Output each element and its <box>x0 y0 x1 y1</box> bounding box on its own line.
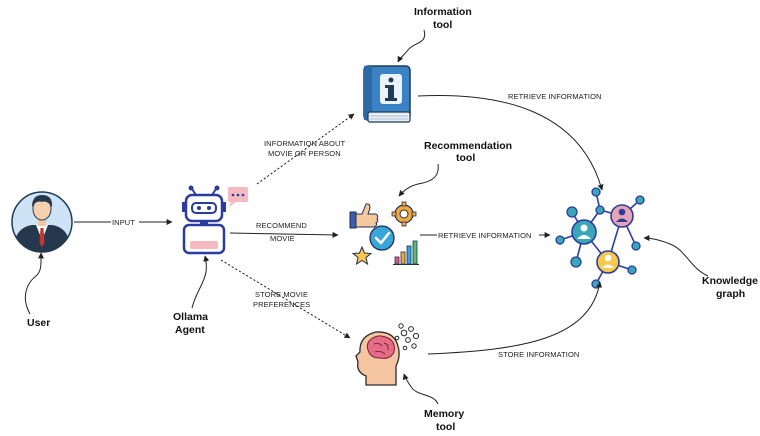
recommend-edge-label-line1: RECOMMEND <box>256 221 307 230</box>
input-edge-label: INPUT <box>112 218 135 227</box>
user-label: User <box>27 317 50 329</box>
retrieve-info-top-label: RETRIEVE INFORMATION <box>508 92 602 101</box>
agent-to-memory-edge <box>220 259 351 339</box>
info-book-icon <box>363 65 411 123</box>
user-annotation-arrow <box>24 252 45 315</box>
memory-to-graph-edge <box>427 281 603 355</box>
memory-tool-label-line1: Memory <box>424 408 464 420</box>
recommendation-icon <box>349 201 419 266</box>
store-info-label: STORE INFORMATION <box>498 350 579 359</box>
knowledge-graph-label-line2: graph <box>716 288 745 300</box>
knowledge-graph-annotation-arrow <box>643 235 709 277</box>
recommendation-tool-node: Recommendation tool <box>349 140 512 266</box>
robot-icon <box>182 185 248 255</box>
agent-to-recommendation-edge <box>229 231 339 238</box>
info-tool-annotation-arrow <box>397 29 426 63</box>
store-edge-label-line1: STORE MOVIE <box>255 290 308 299</box>
retrieve-info-mid-label: RETRIEVE INFORMATION <box>438 231 532 240</box>
info-to-graph-edge <box>417 95 604 191</box>
memory-tool-label-line2: tool <box>436 421 455 433</box>
user-avatar-icon <box>11 191 73 253</box>
recommendation-tool-label-line2: tool <box>456 152 475 164</box>
knowledge-graph-node: Knowledge graph <box>555 187 758 300</box>
info-tool-label-line2: tool <box>433 19 452 31</box>
memory-tool-node: Memory tool <box>355 323 464 433</box>
network-graph-icon <box>555 187 645 289</box>
knowledge-graph-label-line1: Knowledge <box>702 275 758 287</box>
info-edge-label-line1: INFORMATION ABOUT <box>264 139 345 148</box>
agent-label-line1: Ollama <box>173 311 208 323</box>
recommendation-tool-label-line1: Recommendation <box>424 140 512 152</box>
info-tool-node: Information tool <box>363 6 472 123</box>
agent-label-line2: Agent <box>175 324 205 336</box>
user-node: User <box>11 191 73 329</box>
brain-head-icon <box>355 323 420 386</box>
info-tool-label-line1: Information <box>414 6 472 18</box>
agent-annotation-arrow <box>191 255 210 309</box>
memory-tool-annotation-arrow <box>402 373 439 405</box>
recommendation-tool-annotation-arrow <box>398 163 439 197</box>
info-edge-label-line2: MOVIE OR PERSON <box>268 149 341 158</box>
agent-to-info-edge <box>256 113 355 185</box>
agent-node: Ollama Agent <box>173 185 248 336</box>
recommend-edge-label-line2: MOVIE <box>270 234 295 243</box>
store-edge-label-line2: PREFERENCES <box>253 300 310 309</box>
